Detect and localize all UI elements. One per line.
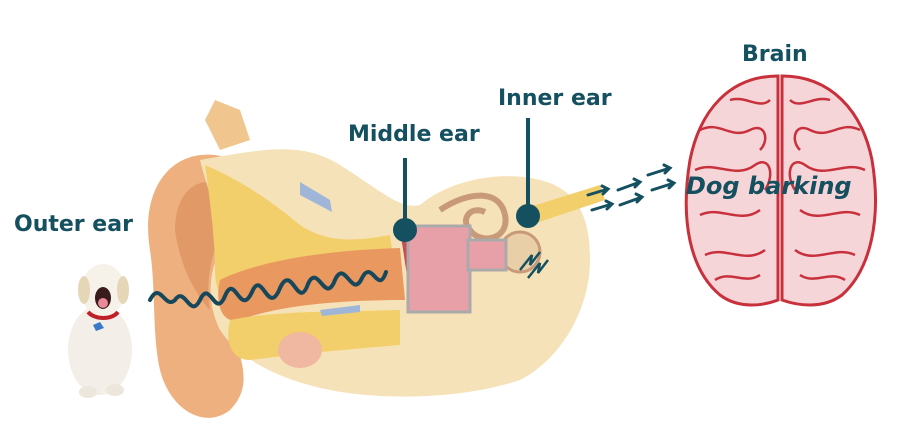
middle-ear-inset [406,224,472,314]
dog-barking-label: Dog barking [686,172,852,200]
sound-wave [148,270,388,309]
outer-ear-label: Outer ear [14,212,133,237]
cochlea-arrows [519,251,549,279]
ear-cross-section [200,149,605,397]
barking-dog-illustration [68,264,132,398]
ossicle-inset [466,238,508,272]
middle-ear-dot [393,218,417,242]
inner-ear-label: Inner ear [498,86,612,111]
inner-ear-dot [516,204,540,228]
brain-label: Brain [742,42,808,67]
brain-illustration [684,74,877,307]
nerve-arrows-icon [586,163,677,212]
middle-ear-label: Middle ear [348,122,480,147]
